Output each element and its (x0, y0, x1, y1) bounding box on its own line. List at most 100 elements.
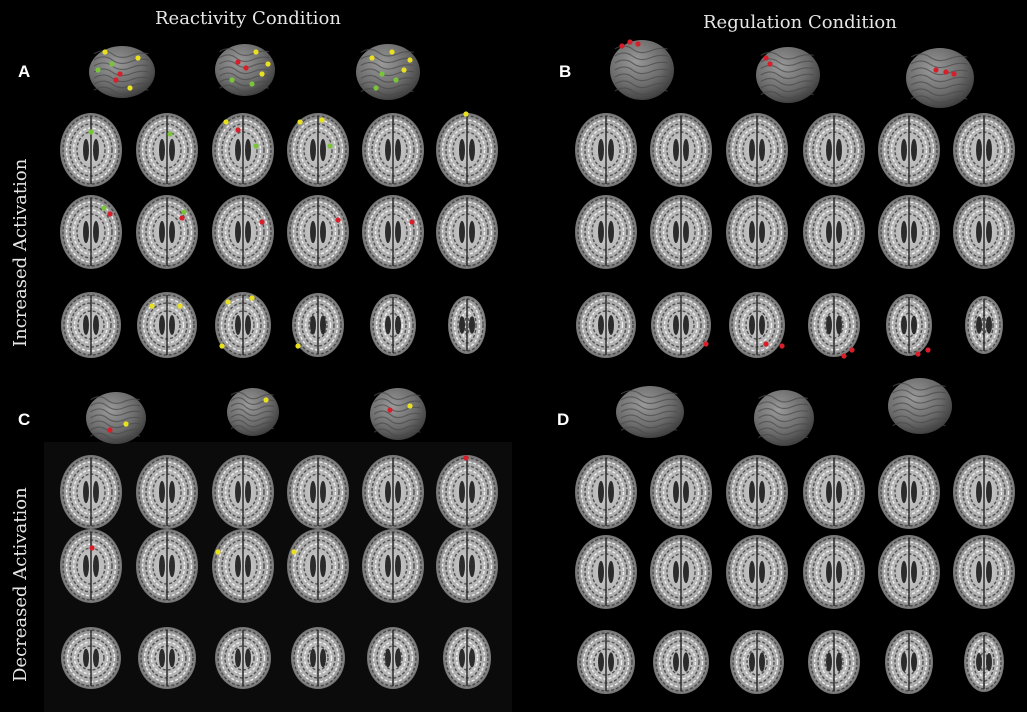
panel-b-slice-r2-c5 (878, 195, 940, 269)
activation-marker (225, 299, 231, 305)
activation-marker (102, 49, 108, 55)
panel-b-slice-r1-c4 (803, 113, 865, 187)
panel-c-slice-r1-c2 (136, 455, 198, 529)
activation-marker (463, 455, 469, 461)
panel-c-slice-r2-c2 (136, 529, 198, 603)
panel-d-slice-r2-c1 (575, 535, 637, 609)
panel-b-slice-r3-c4 (808, 293, 860, 357)
panel-b-slice-r2-c1 (575, 195, 637, 269)
activation-marker (95, 67, 101, 73)
activation-marker (253, 49, 259, 55)
panel-d-slice-r2-c4 (803, 535, 865, 609)
panel-d-slice-r2-c6 (953, 535, 1015, 609)
activation-marker (235, 59, 241, 65)
panel-d-slice-r1-c2 (650, 455, 712, 529)
activation-marker (219, 343, 225, 349)
panel-b-slice-r1-c6 (953, 113, 1015, 187)
panel-c-slice-r3-c2 (138, 627, 196, 689)
activation-marker (177, 303, 183, 309)
panel-c-slice-r2-c3 (212, 529, 274, 603)
panel-d-slice-r1-c3 (726, 455, 788, 529)
activation-marker (89, 545, 95, 551)
panel-d-slice-r1-c6 (953, 455, 1015, 529)
activation-marker (167, 131, 173, 137)
panel-a-slice-r3-c3 (215, 292, 271, 358)
activation-marker (389, 49, 395, 55)
panel-a-slice-r1-c5 (362, 113, 424, 187)
activation-marker (259, 219, 265, 225)
panel-d-slice-r2-c5 (878, 535, 940, 609)
activation-marker (407, 57, 413, 63)
panel-d-slice-r2-c3 (726, 535, 788, 609)
panel-b-slice-r1-c3 (726, 113, 788, 187)
activation-marker (933, 67, 939, 73)
activation-marker (925, 347, 931, 353)
panel-d-slice-r3-c1 (577, 630, 635, 694)
activation-marker (181, 209, 187, 215)
activation-marker (841, 353, 847, 359)
panel-d-slice-r3-c5 (885, 630, 933, 694)
activation-marker (335, 217, 341, 223)
panel-a-slice-r1-c6 (436, 113, 498, 187)
activation-marker (235, 127, 241, 133)
panel-a-slice-r2-c4 (287, 195, 349, 269)
activation-marker (951, 71, 957, 77)
panel-d-slice-r3-c3 (730, 630, 784, 694)
panel-b-slice-r1-c2 (650, 113, 712, 187)
panel-c-slice-r2-c5 (362, 529, 424, 603)
panel-a-slice-r3-c2 (137, 292, 197, 358)
panel-b-slice-r1-c1 (575, 113, 637, 187)
panel-b-brain-posterior (906, 48, 974, 108)
panel-c-brain-inferior (227, 388, 279, 436)
panel-b-slice-r3-c2 (651, 292, 711, 358)
panel-a-slice-r3-c1 (61, 292, 121, 358)
panel-c-slice-r2-c6 (436, 529, 498, 603)
activation-marker (379, 71, 385, 77)
activation-marker (387, 407, 393, 413)
activation-marker (179, 215, 185, 221)
activation-marker (297, 119, 303, 125)
panel-letter-a: A (18, 62, 31, 81)
activation-marker (149, 303, 155, 309)
activation-marker (407, 403, 413, 409)
panel-d-slice-r3-c6 (964, 632, 1004, 692)
activation-marker (109, 61, 115, 67)
title-regulation: Regulation Condition (703, 12, 897, 33)
panel-a-slice-r1-c2 (136, 113, 198, 187)
activation-marker (763, 55, 769, 61)
panel-d-slice-r1-c1 (575, 455, 637, 529)
panel-c-slice-r3-c3 (215, 627, 271, 689)
panel-d-brain-lateral (616, 386, 684, 438)
activation-marker (249, 295, 255, 301)
panel-c-slice-r1-c3 (212, 455, 274, 529)
panel-c-slice-r2-c4 (287, 529, 349, 603)
activation-marker (401, 67, 407, 73)
activation-marker (635, 41, 641, 47)
panel-d-slice-r3-c2 (653, 630, 709, 694)
panel-a-slice-r3-c4 (292, 293, 344, 357)
activation-marker (373, 85, 379, 91)
panel-c-background (44, 442, 512, 712)
panel-b-slice-r3-c1 (576, 292, 636, 358)
panel-c-slice-r1-c1 (60, 455, 122, 529)
activation-marker (619, 43, 625, 49)
panel-b-slice-r2-c6 (953, 195, 1015, 269)
panel-a-brain-lateral (89, 46, 155, 98)
activation-marker (779, 343, 785, 349)
activation-marker (627, 39, 633, 45)
panel-a-slice-r3-c5 (370, 294, 416, 356)
panel-d-slice-r3-c4 (808, 630, 860, 694)
activation-marker (369, 55, 375, 61)
panel-c-slice-r1-c5 (362, 455, 424, 529)
activation-marker (767, 61, 773, 67)
panel-c-slice-r1-c4 (287, 455, 349, 529)
panel-a-brain-posterior (356, 44, 420, 100)
activation-marker (463, 111, 469, 117)
activation-marker (263, 397, 269, 403)
activation-marker (259, 71, 265, 77)
panel-c-slice-r2-c1 (60, 529, 122, 603)
panel-b-slice-r2-c3 (726, 195, 788, 269)
panel-b-slice-r2-c2 (650, 195, 712, 269)
